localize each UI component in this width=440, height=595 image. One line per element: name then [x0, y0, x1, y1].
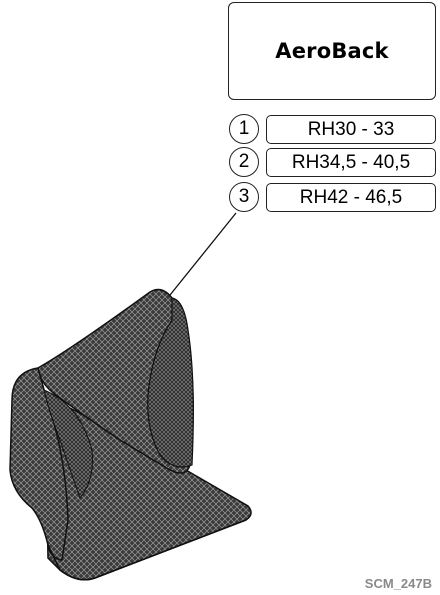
size-row-1: 1 RH30 - 33	[227, 114, 437, 146]
size-number-badge: 3	[229, 182, 259, 212]
seat-front-edge	[47, 519, 247, 581]
leader-line	[169, 212, 237, 296]
size-row-3: 3 RH42 - 46,5	[227, 182, 437, 214]
size-range-label: RH42 - 46,5	[266, 183, 436, 212]
inner-bolster-left	[43, 389, 93, 499]
size-row-2: 2 RH34,5 - 40,5	[227, 147, 437, 179]
product-title-box: AeroBack	[228, 2, 436, 100]
product-title: AeroBack	[275, 39, 389, 63]
figure-code: SCM_247B	[364, 576, 432, 591]
backrest-side-wing-right	[147, 297, 194, 468]
size-range-label: RH34,5 - 40,5	[266, 148, 436, 177]
size-range-label: RH30 - 33	[266, 115, 436, 144]
size-number-badge: 2	[229, 147, 259, 177]
size-number-badge: 1	[229, 114, 259, 144]
